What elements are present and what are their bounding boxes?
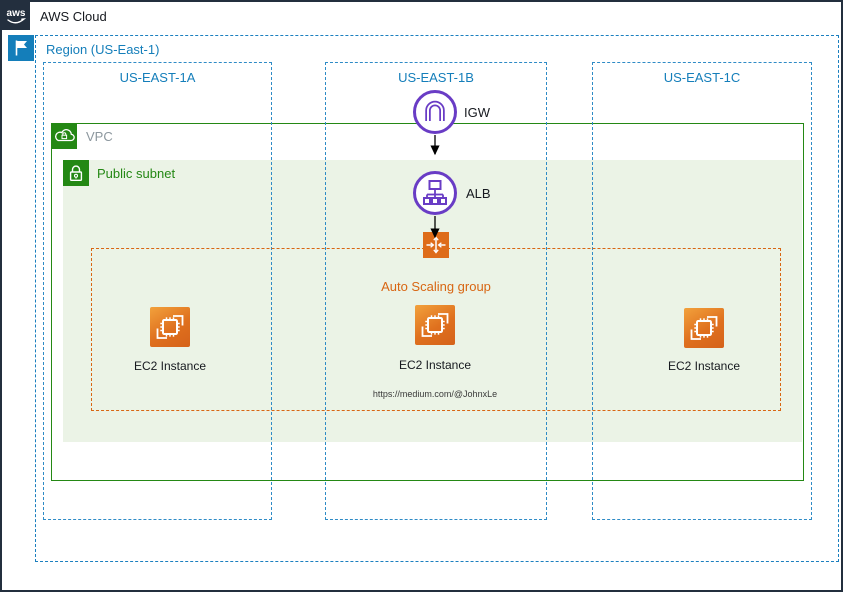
internet-gateway-icon <box>413 90 457 134</box>
availability-zone-us-east-1b: US-EAST-1B <box>325 62 547 520</box>
az-label: US-EAST-1C <box>663 70 741 85</box>
public-subnet-label: Public subnet <box>97 166 176 181</box>
aws-cloud-label: AWS Cloud <box>40 9 107 24</box>
ec2-instance-label: EC2 Instance <box>667 359 741 373</box>
alb-label: ALB <box>466 186 491 201</box>
auto-scaling-group-label: Auto Scaling group <box>381 279 491 294</box>
ec2-instance-icon <box>150 307 190 347</box>
igw-label: IGW <box>464 105 490 120</box>
availability-zone-us-east-1c: US-EAST-1C <box>592 62 812 520</box>
aws-logo-icon: aws <box>2 2 30 30</box>
ec2-instance-label: EC2 Instance <box>398 358 472 372</box>
ec2-instance-icon <box>415 305 455 345</box>
ec2-instance-label: EC2 Instance <box>133 359 207 373</box>
lock-icon <box>63 160 89 186</box>
flag-icon <box>8 35 34 61</box>
az-label: US-EAST-1A <box>119 70 196 85</box>
region-label: Region (US-East-1) <box>46 42 160 57</box>
attribution-text: https://medium.com/@JohnxLe <box>372 389 498 399</box>
auto-scaling-group: Auto Scaling group <box>91 232 781 411</box>
vpc-cloud-lock-icon <box>51 123 77 149</box>
ec2-instance-icon <box>684 308 724 348</box>
load-balancer-icon <box>413 171 457 215</box>
region-group: Region (US-East-1) <box>8 35 839 562</box>
svg-text:aws: aws <box>7 8 26 19</box>
vpc-label: VPC <box>86 129 113 144</box>
auto-scaling-icon <box>423 232 449 258</box>
availability-zone-us-east-1a: US-EAST-1A <box>43 62 272 520</box>
az-label: US-EAST-1B <box>398 70 474 85</box>
